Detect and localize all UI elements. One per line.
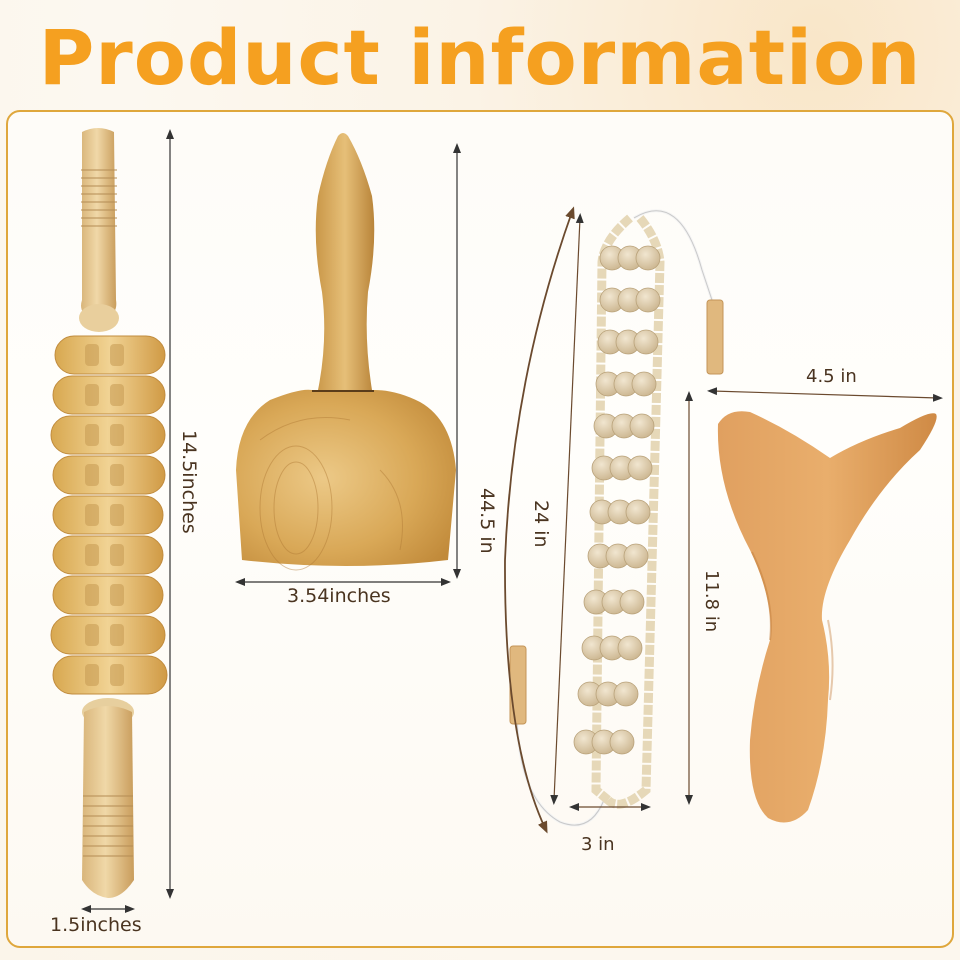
- paddle-width-label: 4.5 in: [806, 366, 857, 387]
- bead-total-length-arc: [504, 206, 575, 834]
- roller-width-label: 1.5inches: [50, 914, 142, 936]
- wood-paddle-image: [717, 411, 937, 823]
- bead-roller-length-line: [550, 213, 584, 805]
- paddle-length-label: 11.8 in: [701, 570, 722, 633]
- wood-cup-image: [236, 133, 456, 571]
- bead-roller-length-label: 24 in: [530, 500, 552, 548]
- wood-roller-image: [50, 128, 168, 898]
- cup-width-label: 3.54inches: [287, 585, 391, 607]
- page-title: Product information: [38, 13, 922, 102]
- bead-total-length-label: 44.5 in: [476, 488, 498, 554]
- bead-roller-image: [509, 209, 724, 827]
- bead-width-label: 3 in: [581, 834, 615, 855]
- roller-length-label: 14.5inches: [178, 430, 200, 534]
- paddle-width-line: [707, 387, 943, 402]
